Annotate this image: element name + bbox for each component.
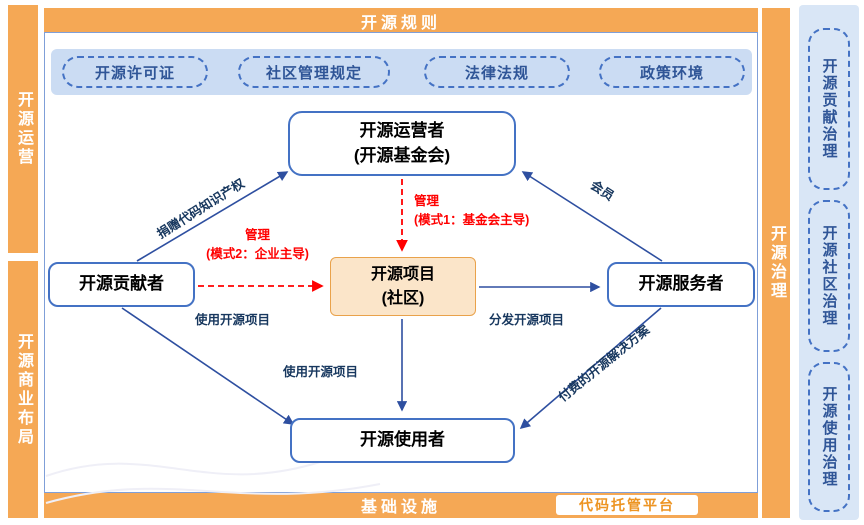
node-user-label: 开源使用者: [360, 430, 445, 450]
governance-pill-contribution-label: 开源贡献治理: [820, 58, 838, 160]
governance-pill-community: 开源社区治理: [808, 200, 850, 352]
edge-label-manage-mode1: 管理 (模式1：基金会主导): [414, 190, 529, 228]
governance-pill-contribution: 开源贡献治理: [808, 28, 850, 190]
top-bar: 开源规则: [44, 8, 758, 33]
node-operator-line1: 开源运营者: [359, 120, 445, 140]
left-bottom-bar-label: 开源商业布局: [15, 332, 32, 447]
node-contributor: 开源贡献者: [48, 262, 195, 307]
rule-pill-license: 开源许可证: [62, 56, 208, 88]
edge-label-use-down: 使用开源项目: [283, 365, 359, 379]
top-bar-label: 开源规则: [360, 14, 441, 32]
rule-pill-community-rules: 社区管理规定: [238, 56, 390, 88]
rule-pill-policy-label: 政策环境: [639, 64, 704, 82]
node-servicer-label: 开源服务者: [638, 274, 724, 294]
left-top-bar: 开源运营: [8, 5, 38, 253]
edge-label-distribute: 分发开源项目: [489, 313, 565, 327]
edge-label-manage-mode1-line2: (模式1：基金会主导): [414, 213, 530, 227]
code-hosting-badge: 代码托管平台: [556, 495, 698, 515]
rule-pill-law: 法律法规: [424, 56, 570, 88]
edge-label-manage-mode1-line1: 管理: [414, 194, 440, 208]
node-project-line2: (社区): [381, 289, 425, 307]
rule-pill-license-label: 开源许可证: [94, 64, 175, 82]
edge-label-manage-mode2: 管理 (模式2：企业主导): [185, 224, 330, 262]
right-bar-label: 开源治理: [768, 225, 785, 301]
governance-pill-usage: 开源使用治理: [808, 362, 850, 512]
rule-pill-community-rules-label: 社区管理规定: [265, 64, 362, 82]
rule-pill-law-label: 法律法规: [464, 64, 529, 82]
node-project-line1: 开源项目: [370, 265, 435, 283]
governance-pill-usage-label: 开源使用治理: [820, 386, 838, 488]
edge-label-manage-mode2-line2: (模式2：企业主导): [206, 247, 309, 261]
node-user: 开源使用者: [290, 418, 515, 463]
inner-frame: [44, 32, 758, 493]
node-operator-line2: (开源基金会): [353, 145, 451, 165]
rule-pill-policy: 政策环境: [599, 56, 745, 88]
node-servicer: 开源服务者: [607, 262, 755, 307]
edge-label-use-left: 使用开源项目: [195, 313, 271, 327]
bottom-bar-label: 基础设施: [360, 499, 441, 516]
node-operator: 开源运营者 (开源基金会): [288, 111, 516, 176]
node-project: 开源项目 (社区): [330, 257, 476, 316]
left-top-bar-label: 开源运营: [15, 91, 32, 167]
left-bottom-bar: 开源商业布局: [8, 261, 38, 518]
node-contributor-label: 开源贡献者: [79, 274, 164, 294]
right-bar: 开源治理: [762, 8, 790, 518]
edge-label-manage-mode2-line1: 管理: [244, 228, 270, 242]
code-hosting-badge-label: 代码托管平台: [579, 497, 675, 513]
governance-pill-community-label: 开源社区治理: [820, 225, 838, 327]
